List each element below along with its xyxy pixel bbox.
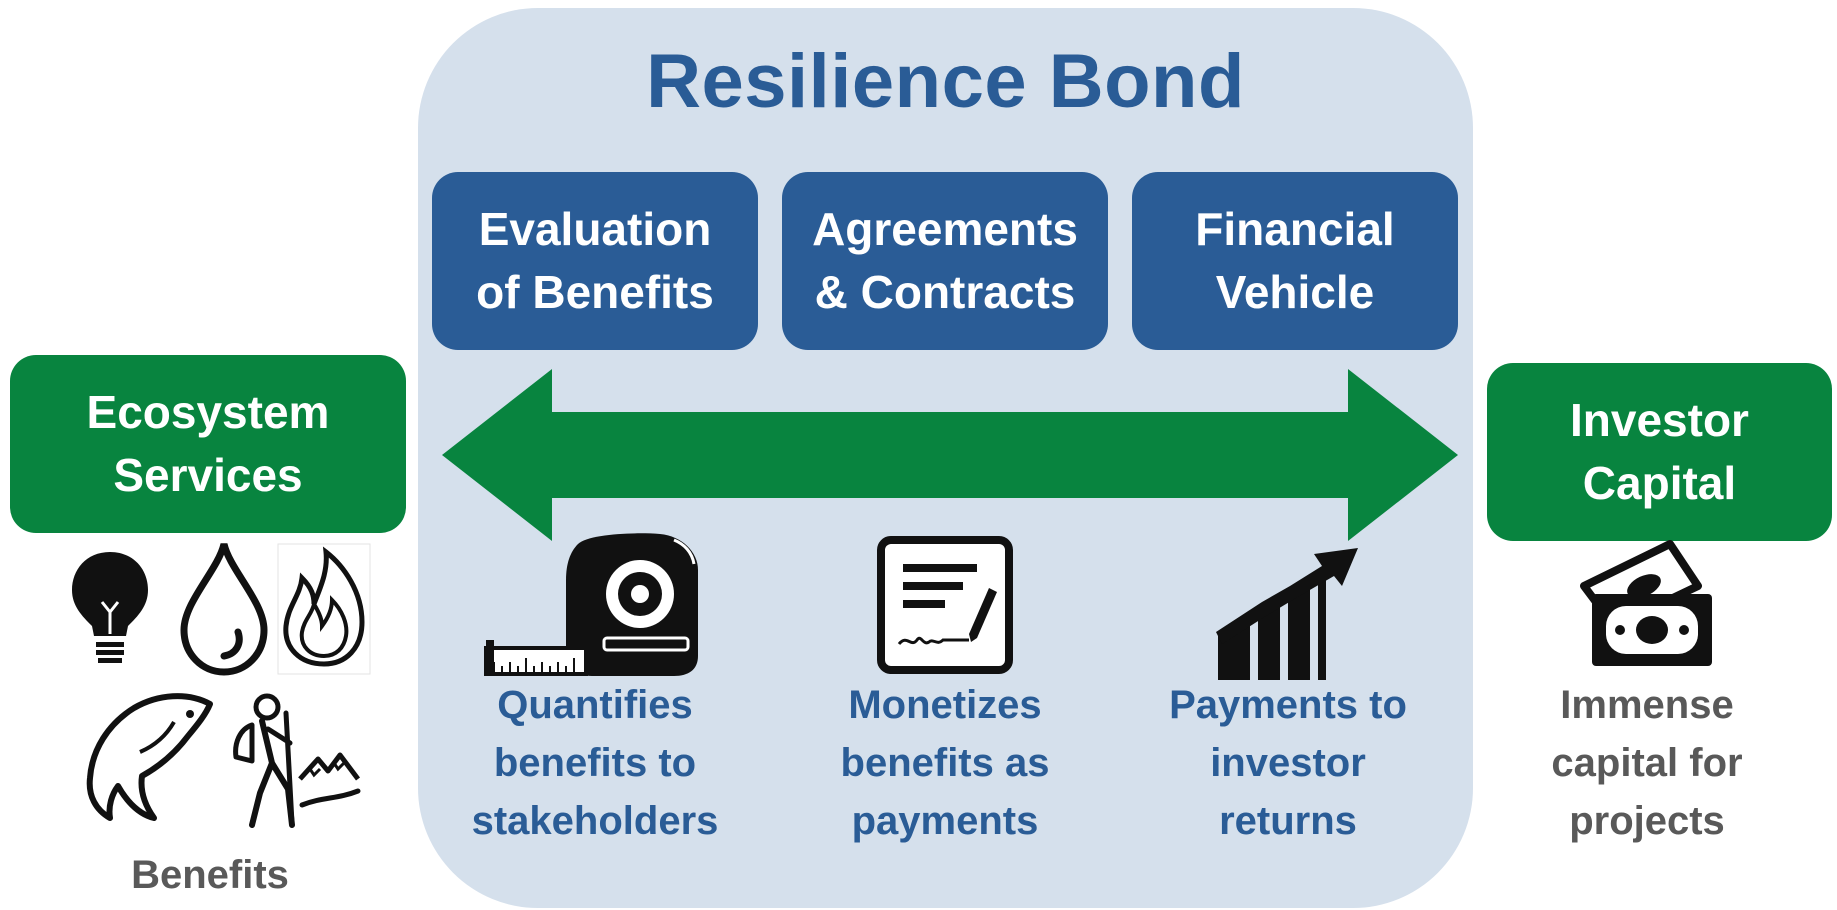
financial-vehicle-caption: Payments to investor returns [1169,683,1407,843]
ecosystem-benefits-caption: Benefits [131,853,289,897]
double-arrow-shape [442,369,1458,541]
evaluation-caption: Quantifies benefits to stakeholders [471,683,719,843]
financial-vehicle-box: Financial Vehicle [1132,172,1458,350]
hiker-icon [233,693,361,828]
fire-icon [277,543,371,675]
evaluation-of-benefits-box: Evaluation of Benefits [432,172,758,350]
water-drop-icon [180,543,268,676]
money-stack-icon [1580,540,1712,666]
fish-icon [86,693,213,821]
ecosystem-services-box: Ecosystem Services [10,355,406,533]
tape-measure-icon [484,533,698,676]
agreements-contracts-box: Agreements & Contracts [782,172,1108,350]
growth-chart-icon [1216,548,1358,680]
investor-capital-caption: Immense capital for projects [1551,683,1743,843]
signed-contract-icon [877,536,1013,674]
diagram-title: Resilience Bond [646,39,1245,124]
agreements-caption: Monetizes benefits as payments [840,683,1050,843]
investor-capital-box: Investor Capital [1487,363,1832,541]
lightbulb-icon [72,552,148,663]
